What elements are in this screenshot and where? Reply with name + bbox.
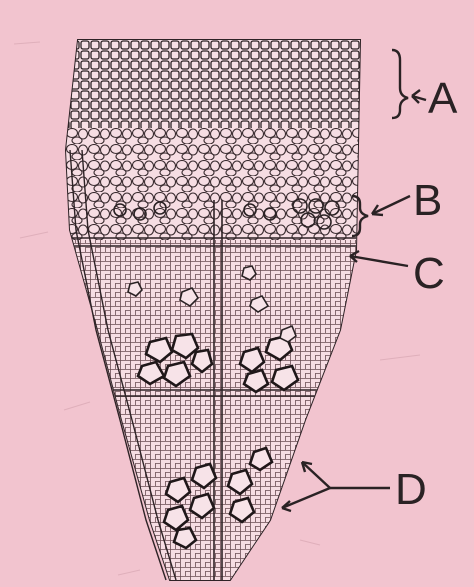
label-a: A [428, 77, 457, 121]
cortex-cells [60, 128, 370, 240]
arrow-c [350, 251, 408, 266]
region-a-layers [60, 36, 370, 128]
arrow-a [412, 90, 426, 103]
label-d: D [395, 468, 427, 512]
arrows-d [282, 462, 390, 511]
bracket-a [392, 50, 408, 118]
arrow-b [372, 196, 410, 215]
fine-cells [60, 240, 370, 585]
label-b: B [413, 179, 442, 223]
label-c: C [413, 252, 445, 296]
